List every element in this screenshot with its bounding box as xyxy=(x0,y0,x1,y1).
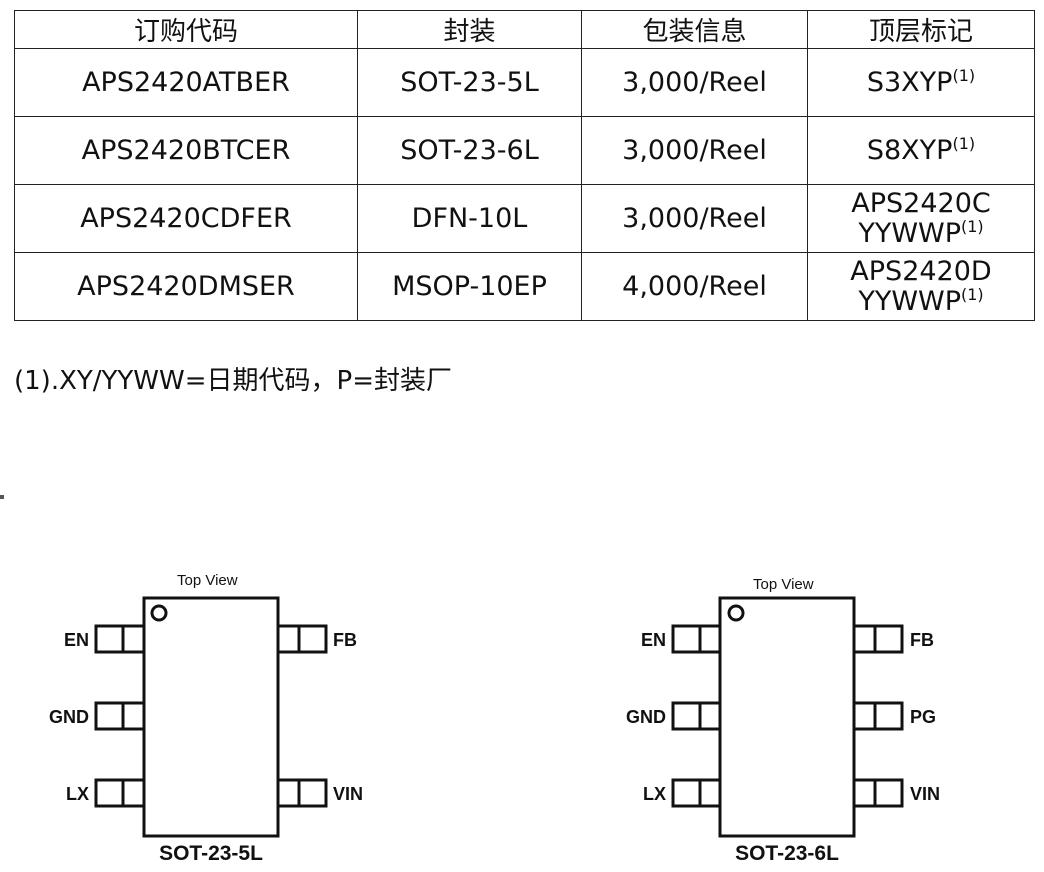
order-code-cell: APS2420BTCER xyxy=(14,116,358,185)
pin-label-vin: VIN xyxy=(333,784,363,804)
package-cell: SOT-23-5L xyxy=(357,48,582,117)
pin-label-vin: VIN xyxy=(910,784,940,804)
pin-lx xyxy=(94,778,146,808)
footnote-marker: (1) xyxy=(961,216,984,236)
stray-mark xyxy=(0,495,4,499)
packing-cell: 3,000/Reel xyxy=(581,48,808,117)
sot23-6l-pinout-diagram: Top View EN GND LX FB PG VIN SOT-23-6L xyxy=(626,576,940,865)
marking-text: S8XYP xyxy=(866,134,953,166)
pin-label-gnd: GND xyxy=(626,707,666,727)
pin-en xyxy=(671,624,722,654)
table-header-row: 订购代码 封装 包装信息 顶层标记 xyxy=(14,10,1035,49)
pin-gnd xyxy=(94,701,146,731)
packing-cell: 3,000/Reel xyxy=(581,184,808,253)
packing-cell: 3,000/Reel xyxy=(581,116,808,185)
package-title: SOT-23-5L xyxy=(159,842,263,865)
top-view-label: Top View xyxy=(177,572,238,589)
pin-label-en: EN xyxy=(64,630,89,650)
table-row: APS2420BTCER SOT-23-6L 3,000/Reel S8XYP(… xyxy=(14,116,1035,185)
marking-text-line2: YYWWP xyxy=(858,217,961,249)
pin1-indicator xyxy=(727,604,745,622)
table-row: APS2420CDFER DFN-10L 3,000/Reel APS2420C… xyxy=(14,184,1035,253)
pin-pg xyxy=(852,701,904,731)
pin-label-lx: LX xyxy=(66,784,89,804)
sot23-5l-pinout-diagram: Top View EN GND LX FB VIN SOT-23-5L xyxy=(49,572,363,865)
top-view-label: Top View xyxy=(753,576,814,593)
pin-label-fb: FB xyxy=(910,630,934,650)
order-code-cell: APS2420ATBER xyxy=(14,48,358,117)
pin-label-pg: PG xyxy=(910,707,936,727)
pin-lx xyxy=(671,778,722,808)
marking-cell: S3XYP(1) xyxy=(807,48,1035,117)
pin-en xyxy=(94,624,146,654)
package-cell: SOT-23-6L xyxy=(357,116,582,185)
pin-vin xyxy=(852,778,904,808)
pin-label-gnd: GND xyxy=(49,707,89,727)
package-title: SOT-23-6L xyxy=(735,842,839,865)
marking-cell: S8XYP(1) xyxy=(807,116,1035,185)
footnote-marker: (1) xyxy=(952,65,976,85)
pin1-indicator xyxy=(150,604,168,622)
header-package: 封装 xyxy=(357,10,582,49)
marking-text: APS2420C xyxy=(851,187,991,219)
order-code-cell: APS2420DMSER xyxy=(14,252,358,321)
package-cell: MSOP-10EP xyxy=(357,252,582,321)
header-packing: 包装信息 xyxy=(581,10,808,49)
pin-fb xyxy=(852,624,904,654)
table-row: APS2420ATBER SOT-23-5L 3,000/Reel S3XYP(… xyxy=(14,48,1035,117)
package-cell: DFN-10L xyxy=(357,184,582,253)
marking-text-line2: YYWWP xyxy=(858,285,961,317)
marking-text: S3XYP xyxy=(866,66,953,98)
package-body xyxy=(718,596,856,838)
header-top-marking: 顶层标记 xyxy=(807,10,1035,49)
footnote-marker: (1) xyxy=(961,284,984,304)
table-row: APS2420DMSER MSOP-10EP 4,000/Reel APS242… xyxy=(14,252,1035,321)
pin-label-fb: FB xyxy=(333,630,357,650)
pin-gnd xyxy=(671,701,722,731)
pin-label-en: EN xyxy=(641,630,666,650)
marking-text: APS2420D xyxy=(850,255,992,287)
pin-fb xyxy=(276,624,328,654)
order-code-cell: APS2420CDFER xyxy=(14,184,358,253)
header-order-code: 订购代码 xyxy=(14,10,358,49)
pin-vin xyxy=(276,778,328,808)
footnote-marker: (1) xyxy=(952,133,976,153)
ordering-table: 订购代码 封装 包装信息 顶层标记 APS2420ATBER SOT-23-5L… xyxy=(14,10,1035,321)
footnote-text: (1).XY/YYWW=日期代码，P=封装厂 xyxy=(14,366,452,396)
pin-label-lx: LX xyxy=(643,784,666,804)
packing-cell: 4,000/Reel xyxy=(581,252,808,321)
package-body xyxy=(142,596,280,838)
